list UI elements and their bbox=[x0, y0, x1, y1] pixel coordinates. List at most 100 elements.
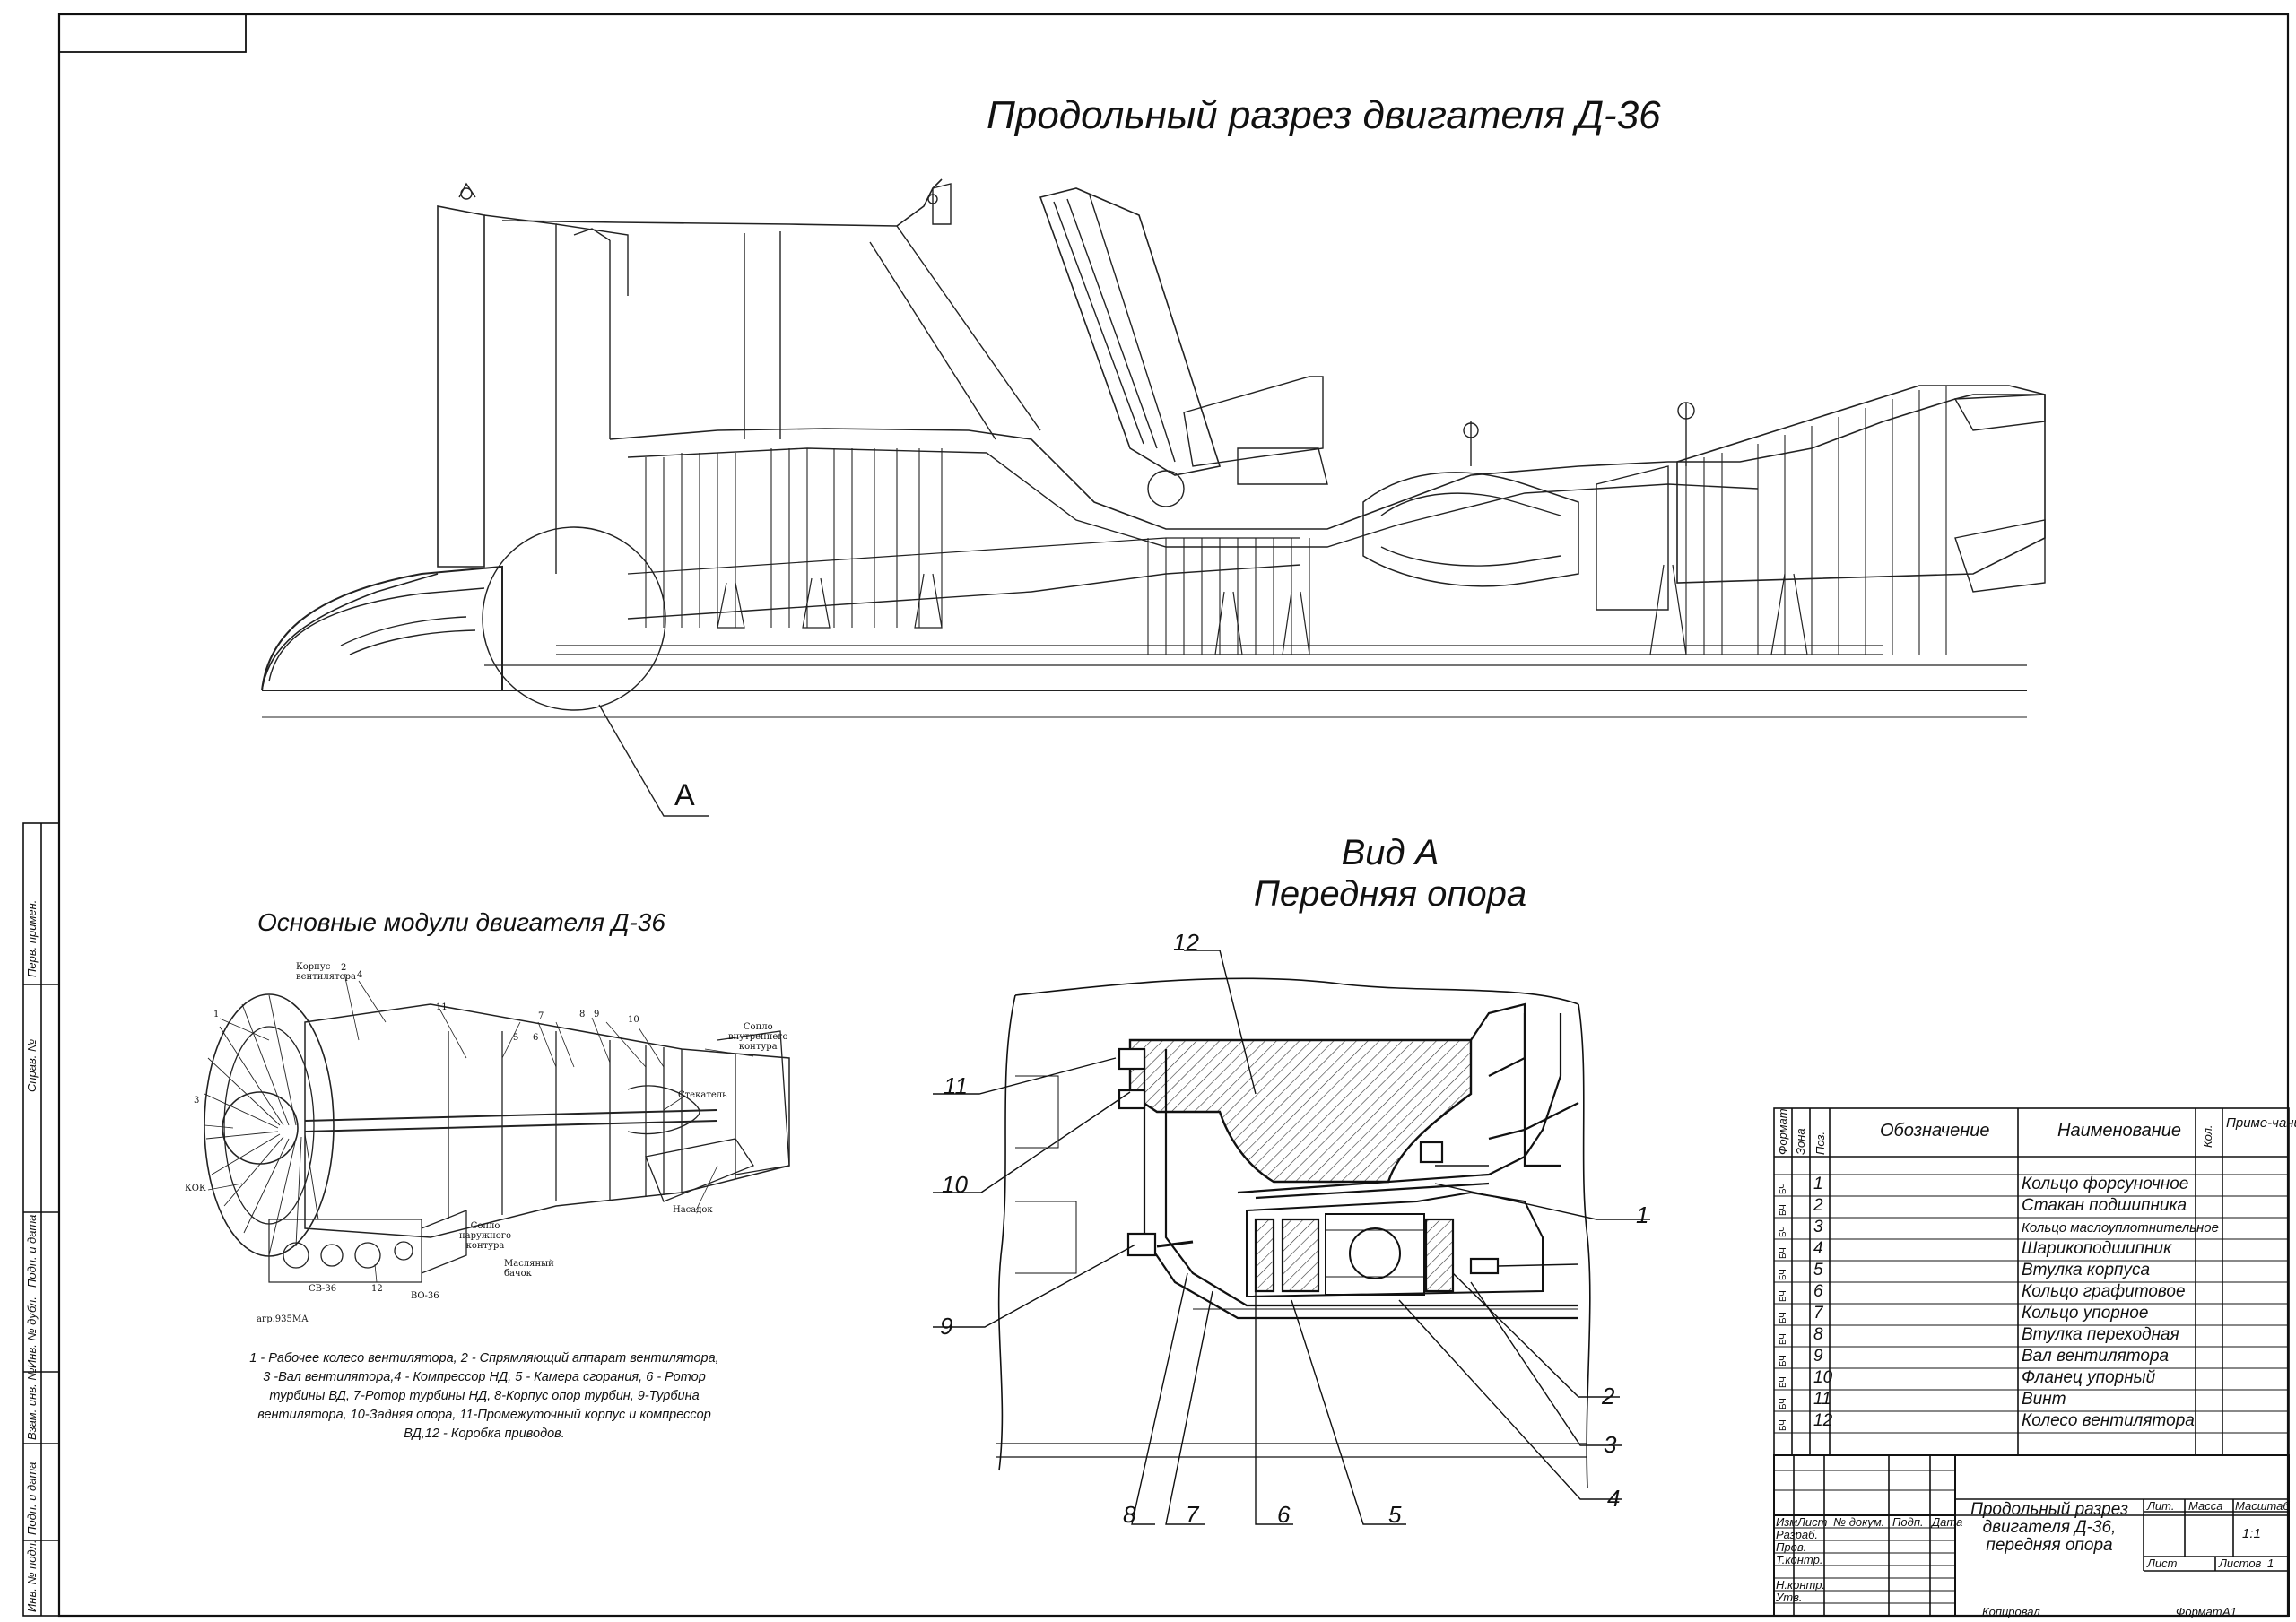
main-title: Продольный разрез двигателя Д-36 bbox=[987, 93, 1661, 137]
bom-pos: 6 bbox=[1813, 1282, 1823, 1301]
caption-line: 1 - Рабочее колесо вентилятора, 2 - Спря… bbox=[249, 1351, 719, 1366]
tb-doc: № докум. bbox=[1833, 1515, 1885, 1529]
illus-num: 12 bbox=[371, 1284, 383, 1294]
bom-name: Шарикоподшипник bbox=[2022, 1239, 2172, 1258]
callout-11: 11 bbox=[944, 1072, 968, 1099]
section-letter-a: А bbox=[674, 778, 695, 812]
tb-role: Т.контр. bbox=[1776, 1553, 1823, 1566]
tb-izm: Изм bbox=[1776, 1515, 1798, 1529]
tb-lit: Лит. bbox=[2147, 1499, 2175, 1513]
side-stamp: Подп. и дата bbox=[25, 1214, 39, 1288]
label-unit: агр.935МА bbox=[257, 1314, 309, 1324]
bom-header-pos: Поз. bbox=[1813, 1131, 1827, 1155]
tb-sheet: Лист bbox=[2147, 1557, 2178, 1570]
bom-pos: 4 bbox=[1813, 1239, 1823, 1258]
bom-name: Вал вентилятора bbox=[2022, 1347, 2170, 1366]
label-nose: КОК bbox=[185, 1184, 206, 1193]
bom-name: Втулка переходная bbox=[2022, 1325, 2179, 1344]
sheet-frame bbox=[57, 13, 2290, 1618]
label-outer-nozzle: Сопло наружного контура bbox=[459, 1221, 512, 1251]
bom-format: БЧ bbox=[1779, 1204, 1788, 1216]
view-a-title: Вид А Передняя опора bbox=[1166, 832, 1614, 915]
view-a-title-line1: Вид А bbox=[1341, 833, 1439, 872]
bom-table bbox=[1773, 1107, 2290, 1456]
side-stamp: Инв. № подл. bbox=[25, 1540, 39, 1612]
label-fan-case: Корпус вентилятора bbox=[296, 962, 356, 982]
illus-num: 10 bbox=[628, 1015, 639, 1025]
modules-illustration bbox=[204, 973, 790, 1283]
callout-5: 5 bbox=[1388, 1501, 1402, 1528]
bom-name: Винт bbox=[2022, 1390, 2066, 1409]
callout-6: 6 bbox=[1277, 1501, 1291, 1528]
tb-format: Формат bbox=[2176, 1605, 2222, 1618]
bom-name: Кольцо графитовое bbox=[2022, 1282, 2186, 1301]
bom-pos: 5 bbox=[1813, 1261, 1823, 1279]
bom-pos: 8 bbox=[1813, 1325, 1823, 1344]
bom-name: Колесо вентилятора bbox=[2022, 1411, 2195, 1430]
tb-sign: Подп. bbox=[1892, 1515, 1924, 1529]
bom-pos: 2 bbox=[1813, 1196, 1823, 1215]
side-stamp: Взам. инв. № bbox=[25, 1367, 39, 1440]
view-a-title-line2: Передняя опора bbox=[1253, 874, 1527, 914]
bom-name: Кольцо маслоуплотнительное bbox=[2022, 1220, 2219, 1236]
label-sv: СВ-36 bbox=[309, 1284, 337, 1294]
tb-drawing-title: Продольный разрез двигателя Д-36, передн… bbox=[1970, 1500, 2128, 1555]
modules-title: Основные модули двигателя Д-36 bbox=[257, 908, 665, 936]
illus-num: 3 bbox=[194, 1096, 200, 1106]
label-tail-cone: Стекатель bbox=[678, 1090, 727, 1100]
bom-format: БЧ bbox=[1779, 1355, 1788, 1366]
bom-pos: 11 bbox=[1813, 1390, 1831, 1409]
illus-num: 11 bbox=[436, 1002, 448, 1012]
callout-3: 3 bbox=[1604, 1431, 1617, 1458]
illus-num: 5 bbox=[513, 1033, 519, 1043]
illus-num: 4 bbox=[357, 970, 363, 980]
label-nozzle-ext: Насадок bbox=[673, 1205, 713, 1215]
bom-format: БЧ bbox=[1779, 1419, 1788, 1431]
bom-name: Стакан подшипника bbox=[2022, 1196, 2187, 1215]
caption-line: турбины ВД, 7-Ротор турбины НД, 8-Корпус… bbox=[269, 1389, 700, 1403]
modules-caption: 1 - Рабочее колесо вентилятора, 2 - Спря… bbox=[215, 1349, 753, 1444]
title-block bbox=[1773, 1454, 2290, 1617]
tb-mass: Масса bbox=[2188, 1499, 2223, 1513]
bom-format: БЧ bbox=[1779, 1333, 1788, 1345]
bom-format: БЧ bbox=[1779, 1226, 1788, 1237]
bom-name: Кольцо упорное bbox=[2022, 1304, 2149, 1323]
bom-format: БЧ bbox=[1779, 1312, 1788, 1323]
bom-format: БЧ bbox=[1779, 1247, 1788, 1259]
bom-name: Фланец упорный bbox=[2022, 1368, 2156, 1387]
bom-pos: 1 bbox=[1813, 1175, 1823, 1193]
tb-sheets-count: 1 bbox=[2267, 1557, 2274, 1570]
illus-num: 7 bbox=[538, 1011, 544, 1021]
bom-pos: 7 bbox=[1813, 1304, 1823, 1323]
callout-10: 10 bbox=[942, 1171, 968, 1198]
tb-scale: 1:1 bbox=[2242, 1526, 2261, 1541]
bom-pos: 10 bbox=[1813, 1368, 1833, 1387]
illus-num: 9 bbox=[594, 1010, 600, 1019]
label-inner-nozzle: Сопло внутреннего контура bbox=[728, 1022, 788, 1052]
tb-format-value: А1 bbox=[2222, 1605, 2237, 1618]
bom-pos: 12 bbox=[1813, 1411, 1833, 1430]
bom-header-qty: Кол. bbox=[2201, 1124, 2214, 1148]
caption-line: вентилятора, 10-Задняя опора, 11-Промежу… bbox=[257, 1408, 711, 1422]
label-vo: ВО-36 bbox=[411, 1291, 439, 1301]
bom-header-designation: Обозначение bbox=[1880, 1121, 1990, 1141]
tb-copied: Копировал bbox=[1982, 1605, 2040, 1618]
bom-pos: 9 bbox=[1813, 1347, 1823, 1366]
tb-role: Разраб. bbox=[1776, 1528, 1819, 1541]
tb-sheets: Листов bbox=[2219, 1557, 2262, 1570]
bom-format: БЧ bbox=[1779, 1376, 1788, 1388]
callout-8: 8 bbox=[1123, 1501, 1136, 1528]
bom-format: БЧ bbox=[1779, 1183, 1788, 1194]
tb-role: Пров. bbox=[1776, 1540, 1807, 1554]
tb-date: Дата bbox=[1932, 1515, 1963, 1529]
bom-format: БЧ bbox=[1779, 1290, 1788, 1302]
bom-header-note: Приме-чание bbox=[2226, 1115, 2296, 1131]
engine-section-drawing bbox=[261, 178, 2046, 817]
caption-line: ВД,12 - Коробка приводов. bbox=[404, 1427, 565, 1441]
label-oil-tank: Масляный бачок bbox=[504, 1259, 554, 1279]
illus-num: 2 bbox=[341, 963, 347, 973]
bom-pos: 3 bbox=[1813, 1218, 1823, 1236]
tb-role: Утв. bbox=[1776, 1591, 1803, 1604]
tb-scale-label: Масштаб bbox=[2235, 1499, 2290, 1513]
